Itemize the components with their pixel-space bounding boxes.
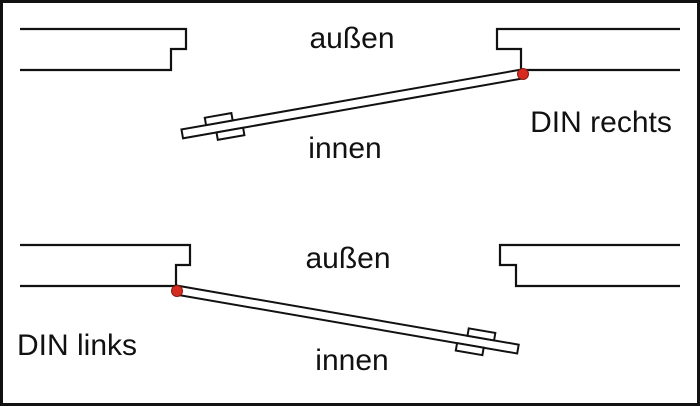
hinge-dot-left <box>171 285 183 297</box>
door-leaf-bottom <box>174 284 520 357</box>
door-panel <box>180 68 524 140</box>
door-handle-inner <box>454 341 485 357</box>
wall-top-left <box>20 27 188 72</box>
door-handle-outer <box>466 327 497 342</box>
wall-bottom-right <box>498 243 680 288</box>
label-outside-bottom: außen <box>305 242 390 275</box>
wall-bottom-left <box>20 243 192 288</box>
panel-din-rechts: außen innen DIN rechts <box>20 22 680 165</box>
label-inside-bottom: innen <box>315 344 388 377</box>
label-din-links: DIN links <box>17 329 137 362</box>
door-leaf-top <box>180 68 524 141</box>
label-din-rechts: DIN rechts <box>530 106 672 139</box>
hinge-dot-right <box>517 68 529 80</box>
label-outside-top: außen <box>309 22 394 55</box>
door-handle-inner <box>215 126 246 141</box>
door-handle-outer <box>203 111 234 127</box>
panel-din-links: außen innen DIN links <box>17 242 680 377</box>
label-inside-top: innen <box>308 132 381 165</box>
wall-top-right <box>495 27 680 72</box>
